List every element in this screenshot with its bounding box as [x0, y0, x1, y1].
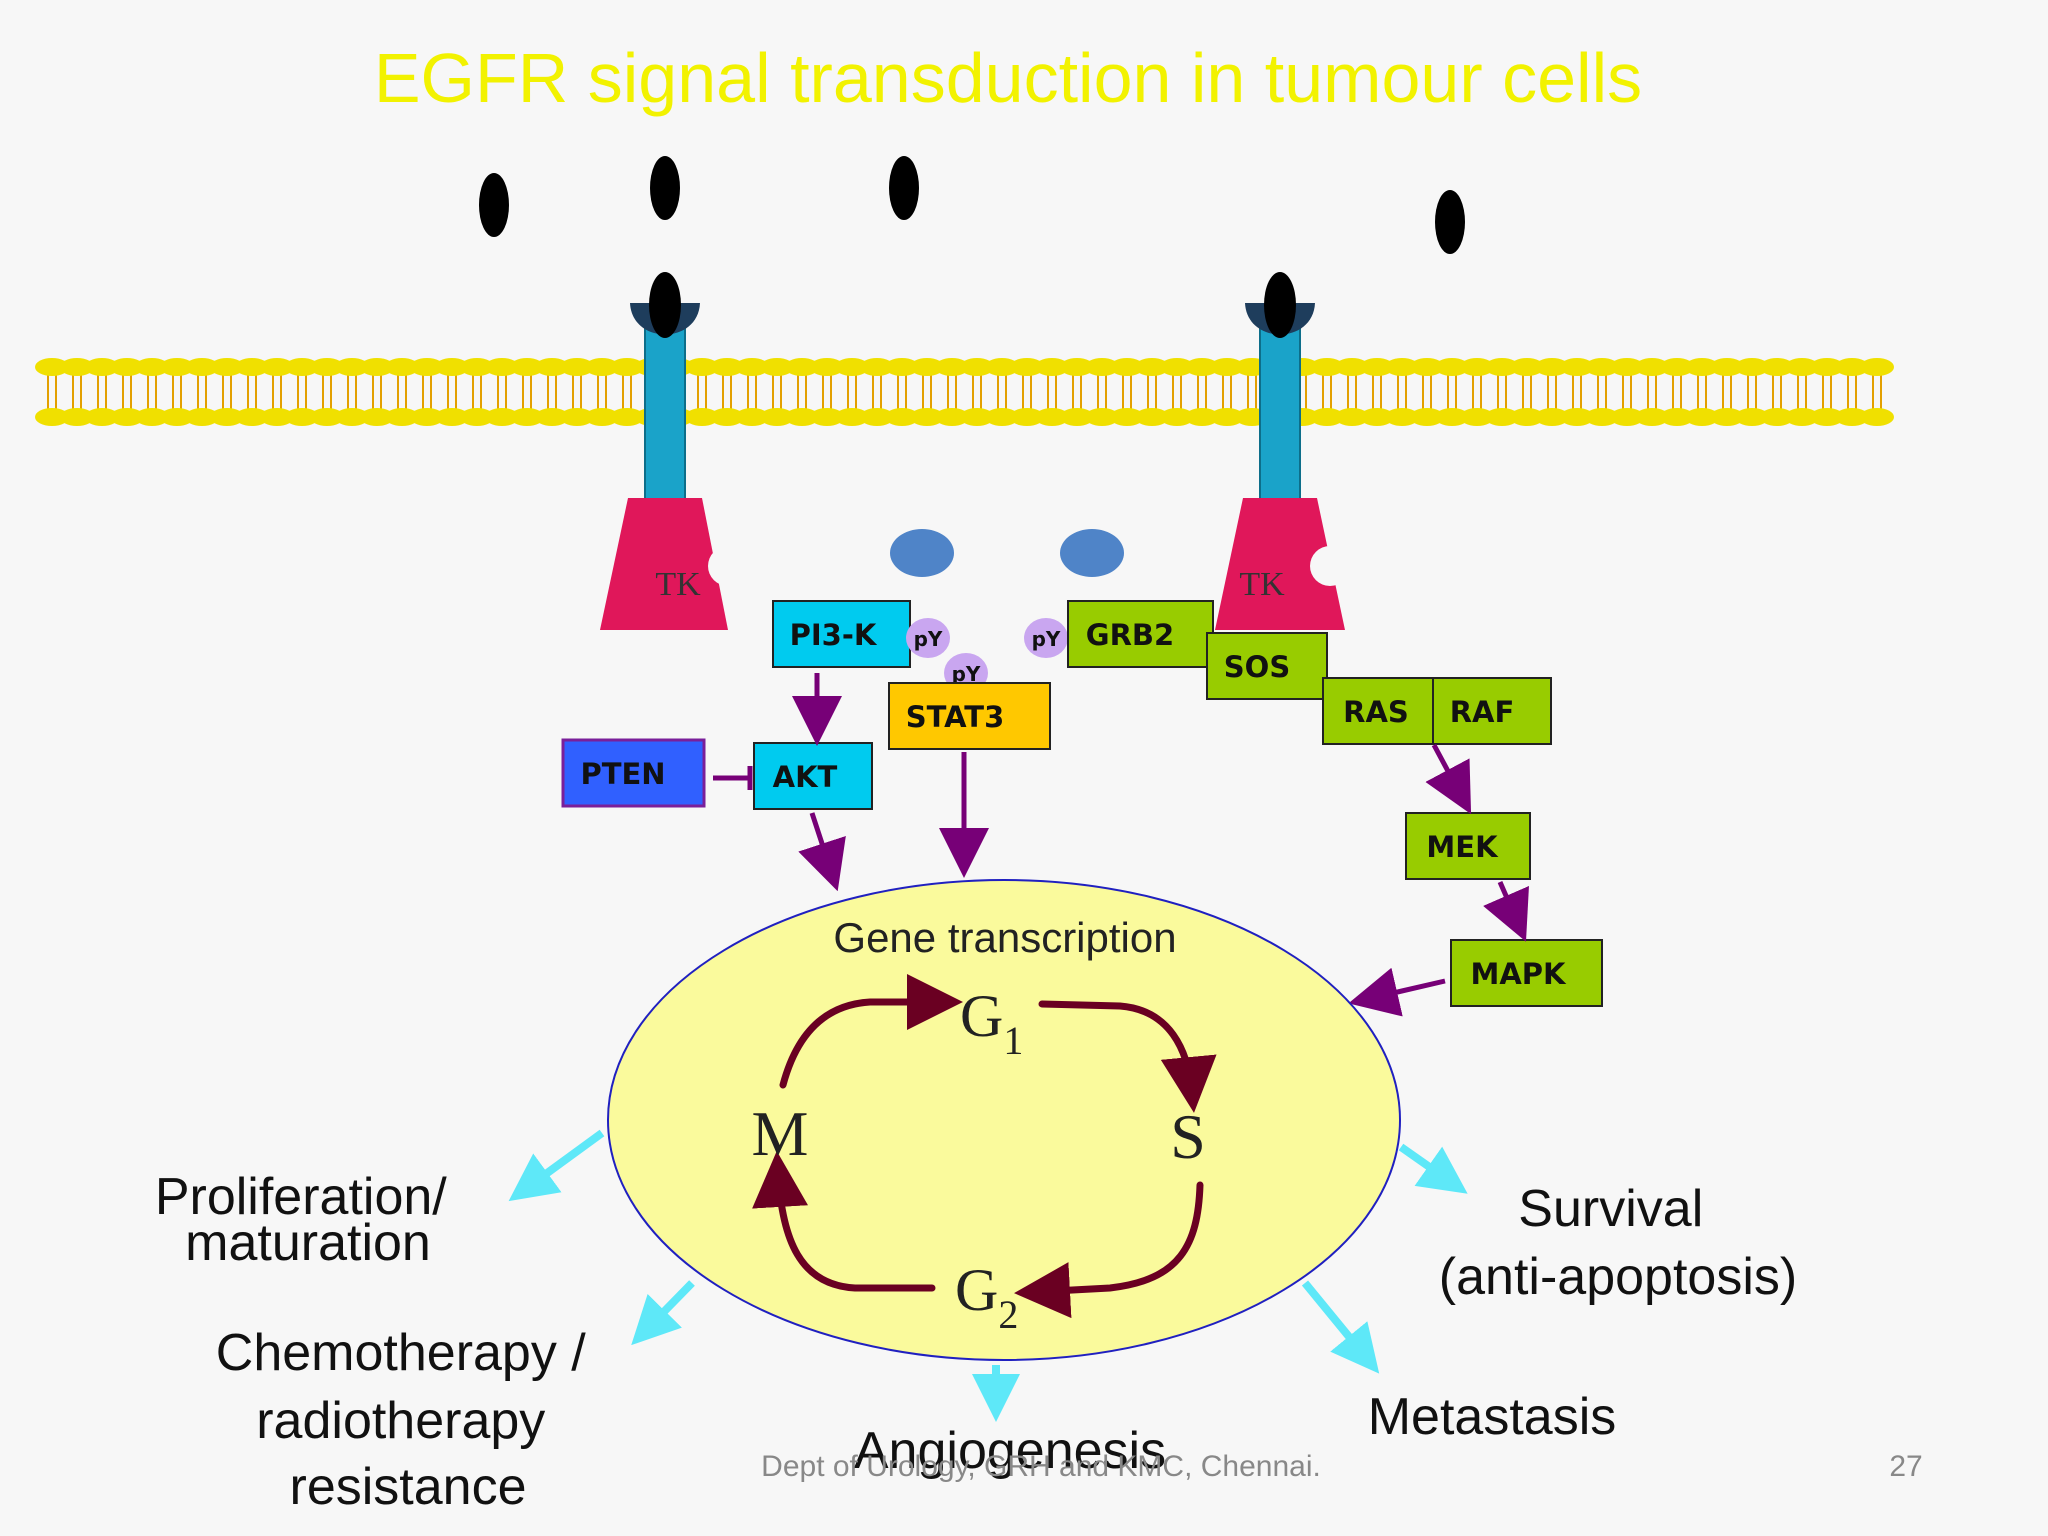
- bound-ligand: [649, 272, 681, 338]
- ligand: [479, 173, 509, 237]
- outcome-angiogenesis: Angiogenesis: [854, 1422, 1166, 1480]
- stat3-label: STAT3: [906, 700, 1005, 734]
- nucleus: [607, 879, 1401, 1361]
- phase-m: M: [752, 1098, 809, 1169]
- slide-page-number: 27: [1889, 1450, 1922, 1483]
- slide-title: EGFR signal transduction in tumour cells: [374, 39, 1642, 117]
- arrow-to-chemo: [631, 1280, 695, 1346]
- phase-s: S: [1170, 1101, 1206, 1172]
- arrow-mek-to-mapk: [1483, 881, 1529, 942]
- arrow-mapk-to-nucleus: [1348, 967, 1446, 1017]
- ligand: [1435, 190, 1465, 254]
- stat3-node: STAT3: [888, 682, 1051, 750]
- arrow-raf-to-mek: [1425, 743, 1472, 815]
- outcome-labels: Proliferation/ maturation Chemotherapy /…: [155, 1168, 1797, 1516]
- sos-node: SOS: [1206, 632, 1328, 700]
- adaptor-oval-right: [1060, 529, 1124, 577]
- cycle-arrow-m-to-g1: [779, 974, 963, 1089]
- ras-node: RAS: [1322, 677, 1434, 745]
- cell-cycle: G1 S G2 M: [752, 974, 1217, 1337]
- akt-node: AKT: [753, 742, 873, 810]
- arrow-to-metastasis: [1301, 1280, 1380, 1374]
- slide-footer: Dept of Urology, GRH and KMC, Chennai.: [761, 1450, 1321, 1483]
- adaptor-oval-left: [890, 529, 954, 577]
- pten-node: PTEN: [561, 738, 706, 808]
- tk-label-left: TK: [655, 566, 701, 603]
- cycle-arrow-g1-to-s: [1038, 1000, 1217, 1113]
- pi3k-label: PI3-K: [790, 618, 878, 652]
- arrow-to-proliferation: [508, 1129, 605, 1202]
- grb2-node: GRB2: [1067, 600, 1214, 668]
- outcome-arrows: [508, 1129, 1468, 1422]
- arrow-akt-to-nucleus: [798, 812, 846, 892]
- outcome-chemo-resistance: Chemotherapy / radiotherapy resistance: [216, 1324, 600, 1516]
- arrow-to-survival: [1398, 1143, 1468, 1194]
- py-1-label: pY: [914, 627, 943, 651]
- egf-ligands: [479, 156, 1465, 254]
- cell-membrane: [35, 358, 1894, 426]
- phase-g2: G2: [955, 1257, 1018, 1337]
- outcome-proliferation: Proliferation/ maturation: [155, 1168, 461, 1272]
- grb2-label: GRB2: [1086, 618, 1174, 652]
- pi3k-node: PI3-K: [772, 600, 911, 668]
- cycle-arrow-s-to-g2: [1014, 1181, 1204, 1319]
- cycle-arrow-g2-to-m: [752, 1151, 936, 1292]
- outcome-survival: Survival (anti-apoptosis): [1439, 1180, 1797, 1306]
- egfr-receptor-left: TK: [600, 272, 748, 630]
- ligand: [650, 156, 680, 220]
- sos-label: SOS: [1224, 650, 1290, 684]
- gene-transcription-label: Gene transcription: [833, 914, 1176, 961]
- py-1: pY: [906, 618, 950, 658]
- akt-label: AKT: [773, 760, 838, 794]
- signal-arrows: [713, 673, 1529, 1017]
- mapk-node: MAPK: [1450, 939, 1603, 1007]
- py-3-label: pY: [1032, 627, 1061, 651]
- cycle-arrows: [752, 974, 1217, 1319]
- mek-node: MEK: [1405, 812, 1531, 880]
- mapk-label: MAPK: [1470, 957, 1567, 991]
- egfr-receptor-right: TK: [1215, 272, 1350, 630]
- tk-domain-left: [600, 498, 728, 630]
- tk-domain-right: [1215, 498, 1345, 630]
- phase-g1: G1: [960, 983, 1023, 1063]
- ras-label: RAS: [1343, 695, 1409, 729]
- pten-label: PTEN: [580, 757, 665, 791]
- raf-label: RAF: [1450, 695, 1515, 729]
- outcome-metastasis: Metastasis: [1368, 1388, 1617, 1446]
- py-3: pY: [1024, 618, 1068, 658]
- mek-label: MEK: [1426, 830, 1499, 864]
- bound-ligand: [1264, 272, 1296, 338]
- raf-node: RAF: [1432, 677, 1552, 745]
- ligand: [889, 156, 919, 220]
- tk-label-right: TK: [1239, 566, 1285, 603]
